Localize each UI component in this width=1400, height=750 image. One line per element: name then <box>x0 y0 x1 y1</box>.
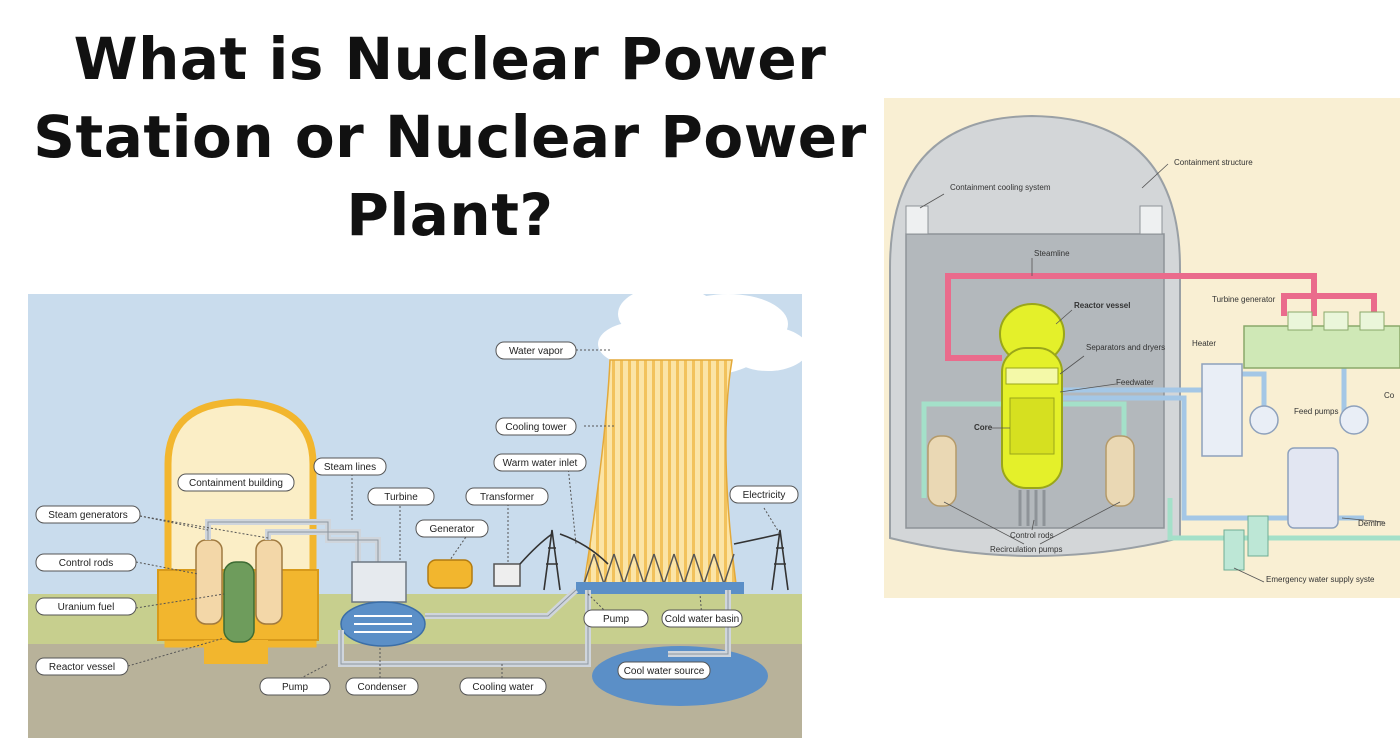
svg-text:Cooling water: Cooling water <box>472 682 534 693</box>
core-shape <box>1010 398 1054 454</box>
svg-text:Steam lines: Steam lines <box>324 462 376 473</box>
label-recirculation-pumps: Recirculation pumps <box>990 545 1062 554</box>
label-containment-building: Containment building <box>178 474 294 491</box>
label-co-cut: Co <box>1384 391 1395 400</box>
label-warm-water-inlet: Warm water inlet <box>494 454 586 471</box>
label-heater: Heater <box>1192 339 1216 348</box>
label-electricity: Electricity <box>730 486 798 503</box>
feed-pump-1 <box>1250 406 1278 434</box>
svg-text:Turbine: Turbine <box>384 492 418 503</box>
label-containment-cooling: Containment cooling system <box>950 183 1051 192</box>
label-feed-pumps: Feed pumps <box>1294 407 1338 416</box>
title-line-2: Station or Nuclear Power <box>0 98 900 176</box>
feed-pump-2 <box>1340 406 1368 434</box>
reactor-vessel-shape <box>224 562 254 642</box>
label-control-rods: Control rods <box>1010 531 1054 540</box>
turbine-generator-shape <box>1244 326 1400 368</box>
label-pump-left: Pump <box>260 678 330 695</box>
label-emergency-water: Emergency water supply syste <box>1266 575 1375 584</box>
label-transformer: Transformer <box>466 488 548 505</box>
label-steamline: Steamline <box>1034 249 1070 258</box>
page-title: What is Nuclear Power Station or Nuclear… <box>0 20 900 254</box>
svg-text:Generator: Generator <box>429 524 475 535</box>
svg-text:Steam generators: Steam generators <box>48 510 128 521</box>
emergency-tank-1 <box>1224 530 1244 570</box>
bwr-reactor-diagram: Containment structure Containment coolin… <box>884 98 1400 598</box>
label-cooling-tower: Cooling tower <box>496 418 576 435</box>
label-steam-generators: Steam generators <box>36 506 140 523</box>
svg-text:Control rods: Control rods <box>59 558 113 569</box>
label-generator: Generator <box>416 520 488 537</box>
label-steam-lines: Steam lines <box>314 458 386 475</box>
title-line-1: What is Nuclear Power <box>0 20 900 98</box>
label-reactor-vessel: Reactor vessel <box>1074 301 1130 310</box>
heater-shape <box>1202 364 1242 456</box>
label-separators: Separators and dryers <box>1086 343 1165 352</box>
label-containment-structure: Containment structure <box>1174 158 1253 167</box>
svg-text:Containment building: Containment building <box>189 478 283 489</box>
cooling-box-left <box>906 206 928 234</box>
label-turbine: Turbine <box>368 488 434 505</box>
emergency-tank-2 <box>1248 516 1268 556</box>
label-feedwater: Feedwater <box>1116 378 1154 387</box>
svg-text:Pump: Pump <box>282 682 309 693</box>
label-water-vapor: Water vapor <box>496 342 576 359</box>
recirc-pump-left <box>928 436 956 506</box>
label-pump-right: Pump <box>584 610 648 627</box>
cold-water-basin-shape <box>576 582 744 594</box>
separators <box>1006 368 1058 384</box>
turbine-shape <box>352 562 406 602</box>
svg-text:Water vapor: Water vapor <box>509 346 564 357</box>
steam-generator-left <box>196 540 222 624</box>
svg-text:Electricity: Electricity <box>743 490 786 501</box>
label-cooling-water: Cooling water <box>460 678 546 695</box>
svg-text:Cool water source: Cool water source <box>624 666 705 677</box>
svg-text:Uranium fuel: Uranium fuel <box>58 602 115 613</box>
steam-generator-right <box>256 540 282 624</box>
label-core: Core <box>974 423 993 432</box>
svg-text:Condenser: Condenser <box>358 682 408 693</box>
svg-text:Transformer: Transformer <box>480 492 535 503</box>
svg-text:Reactor vessel: Reactor vessel <box>49 662 115 673</box>
title-line-3: Plant? <box>0 176 900 254</box>
label-uranium-fuel: Uranium fuel <box>36 598 136 615</box>
label-condenser: Condenser <box>346 678 418 695</box>
nuclear-plant-diagram: Water vapor Cooling tower Warm water inl… <box>28 294 802 738</box>
svg-text:Pump: Pump <box>603 614 630 625</box>
label-turbine-generator: Turbine generator <box>1212 295 1276 304</box>
cooling-box-right <box>1140 206 1162 234</box>
generator-shape <box>428 560 472 588</box>
reactor-foundation <box>204 640 268 664</box>
recirc-pump-right <box>1106 436 1134 506</box>
label-cold-water-basin: Cold water basin <box>662 610 742 627</box>
svg-text:Warm water inlet: Warm water inlet <box>503 458 578 469</box>
label-reactor-vessel: Reactor vessel <box>36 658 128 675</box>
label-cool-water-source: Cool water source <box>618 662 710 679</box>
svg-text:Cold water basin: Cold water basin <box>665 614 739 625</box>
label-demineralizer: Demine <box>1358 519 1386 528</box>
transformer-shape <box>494 564 520 586</box>
svg-text:Cooling tower: Cooling tower <box>505 422 567 433</box>
label-control-rods: Control rods <box>36 554 136 571</box>
demineralizer-shape <box>1288 448 1338 528</box>
